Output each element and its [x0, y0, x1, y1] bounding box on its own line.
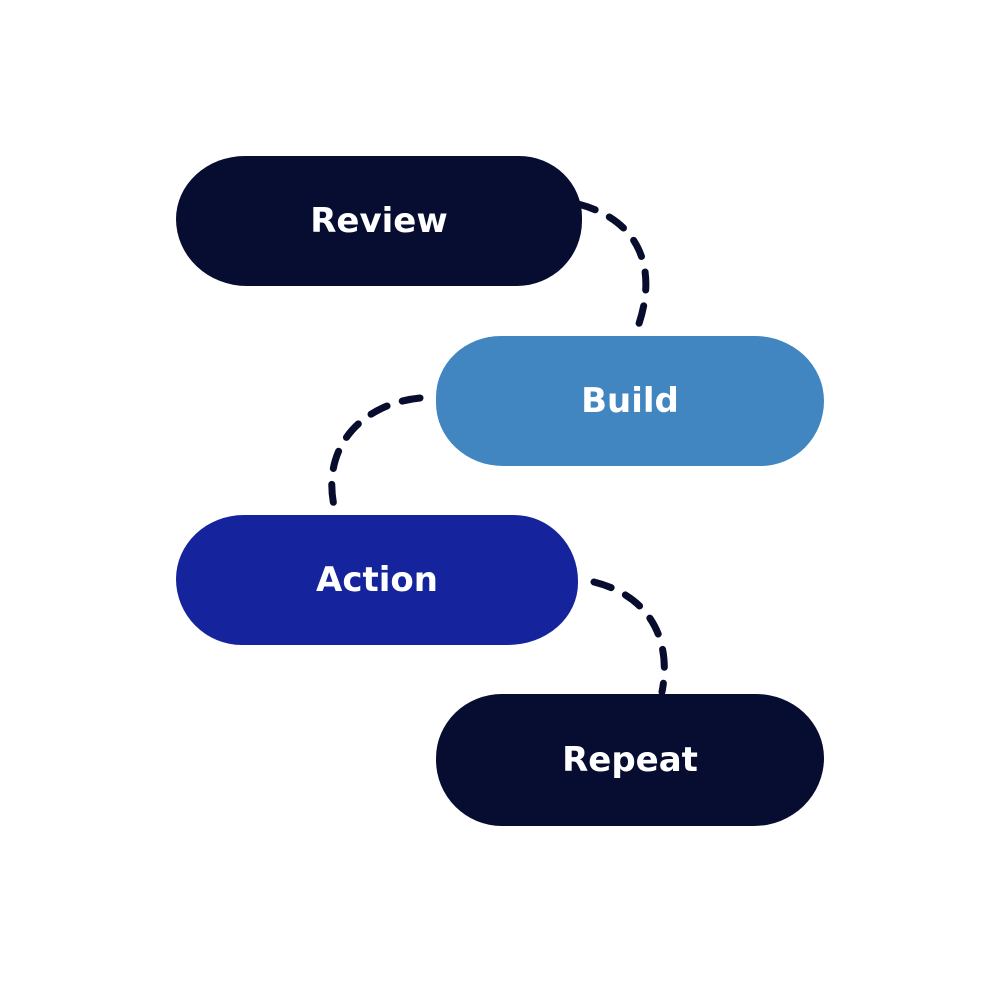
node-build-label: Build: [581, 381, 679, 421]
connector-action-to-repeat: [590, 578, 668, 696]
node-repeat: Repeat: [436, 694, 824, 826]
node-review-label: Review: [310, 201, 448, 241]
node-repeat-label: Repeat: [562, 740, 698, 780]
node-action-label: Action: [316, 560, 438, 600]
connector-build-to-action: [328, 394, 424, 518]
connector-review-to-build: [574, 200, 650, 336]
node-action: Action: [176, 515, 578, 645]
node-build: Build: [436, 336, 824, 466]
node-review: Review: [176, 156, 582, 286]
